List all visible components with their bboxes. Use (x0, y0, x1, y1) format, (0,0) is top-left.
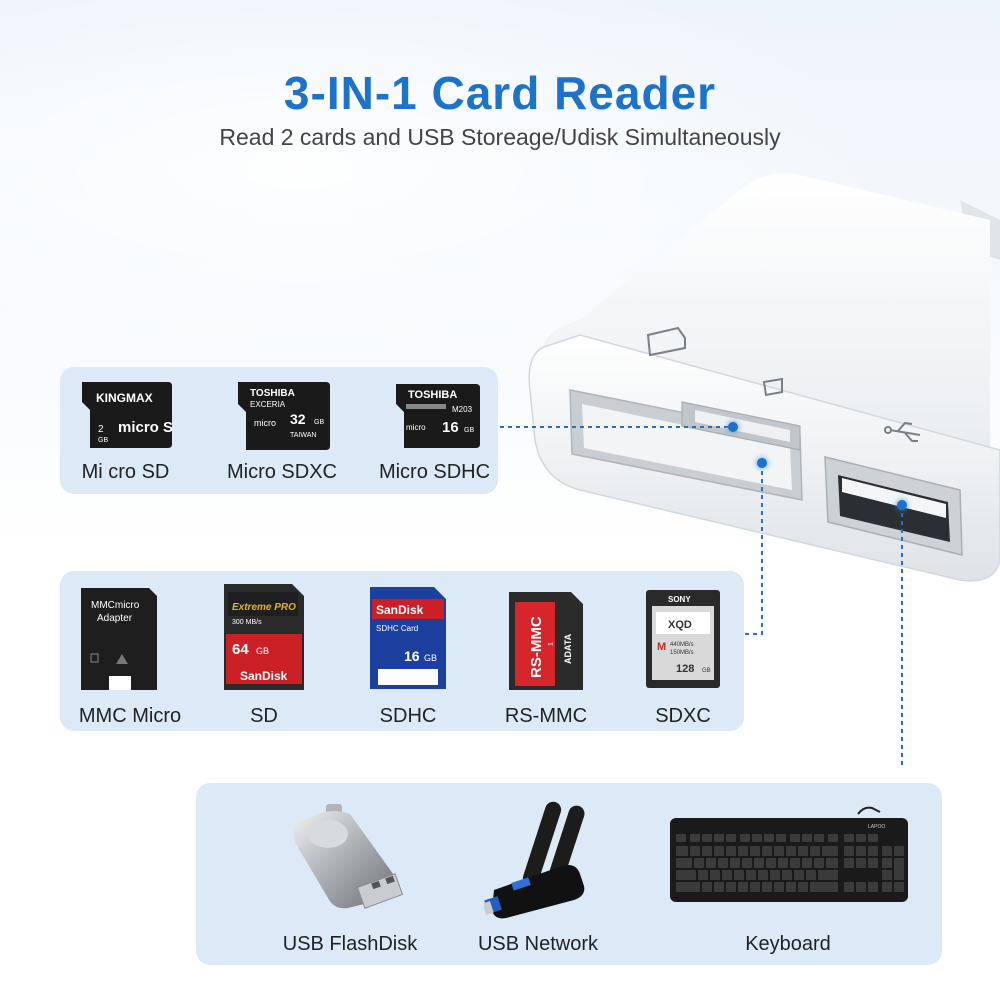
svg-text:RS-MMC: RS-MMC (528, 616, 545, 678)
sandisk-extreme-pro-sd-card: Extreme PRO 300 MB/s 64 GB SanDisk (222, 582, 306, 692)
card-label-microsdhc: Micro SDHC (378, 461, 491, 483)
svg-text:M203: M203 (452, 405, 473, 414)
svg-text:M: M (657, 641, 666, 653)
svg-text:64: 64 (232, 641, 249, 658)
toshiba-microsdxc-card: TOSHIBA EXCERIA micro 32 GB TAIWAN (232, 380, 332, 452)
svg-text:GB: GB (98, 437, 108, 444)
connector-dot-micro (728, 422, 738, 432)
svg-text:16: 16 (404, 648, 420, 664)
svg-text:300 MB/s: 300 MB/s (232, 619, 262, 626)
svg-text:GB: GB (424, 653, 437, 663)
kingmax-microsd-card: KINGMAX 2 GB micro SD (76, 380, 184, 450)
svg-text:SDHC Card: SDHC Card (376, 624, 418, 633)
connector-dot-usb (897, 500, 907, 510)
sd-card-icon (646, 326, 686, 357)
micro-sd-icon (762, 377, 783, 397)
svg-text:XQD: XQD (668, 619, 692, 631)
svg-text:2: 2 (98, 424, 104, 435)
device-label-usb-flashdisk: USB FlashDisk (282, 933, 418, 955)
svg-text:Extreme PRO: Extreme PRO (232, 602, 296, 613)
card-label-sdxc: SDXC (655, 705, 711, 727)
svg-text:16: 16 (442, 419, 459, 436)
sandisk-sdhc-card: SanDisk SDHC Card 16 GB (368, 585, 448, 691)
svg-text:SanDisk: SanDisk (240, 669, 288, 683)
connector-dot-sd (757, 458, 767, 468)
svg-text:TOSHIBA: TOSHIBA (408, 389, 457, 401)
svg-text:GB: GB (256, 646, 269, 656)
svg-text:SONY: SONY (668, 595, 691, 604)
svg-text:GB: GB (464, 427, 474, 434)
usb-network-adapter-image (482, 798, 604, 922)
svg-text:micro: micro (254, 418, 276, 428)
svg-text:1: 1 (548, 642, 555, 646)
svg-text:Adapter: Adapter (97, 613, 133, 624)
card-label-sdhc: SDHC (379, 705, 437, 727)
device-label-usb-network: USB Network (477, 933, 599, 955)
card-label-microsd: Mi cro SD (81, 461, 170, 483)
card-label-sd: SD (250, 705, 278, 727)
svg-text:TAIWAN: TAIWAN (290, 432, 316, 439)
toshiba-microsdhc-card: TOSHIBA M203 micro 16 GB (390, 382, 482, 450)
usb-symbol-icon (884, 421, 921, 442)
rs-mmc-card: RS-MMC 1 ADATA (507, 590, 585, 692)
svg-text:32: 32 (290, 411, 306, 427)
svg-text:150MB/s: 150MB/s (670, 650, 694, 656)
card-label-rs-mmc: RS-MMC (504, 705, 588, 727)
svg-text:GB: GB (702, 668, 711, 674)
svg-text:micro SD: micro SD (118, 419, 174, 436)
card-label-mmc-micro: MMC Micro (78, 705, 182, 727)
svg-text:micro: micro (406, 423, 426, 432)
svg-text:KINGMAX: KINGMAX (96, 391, 153, 405)
svg-text:MMCmicro: MMCmicro (91, 600, 140, 611)
page-title: 3-IN-1 Card Reader (283, 67, 717, 119)
svg-text:440MB/s: 440MB/s (670, 642, 694, 648)
keyboard-image: LAPOO (668, 806, 912, 906)
svg-text:SanDisk: SanDisk (376, 603, 424, 617)
svg-text:EXCERIA: EXCERIA (250, 400, 286, 409)
svg-text:TOSHIBA: TOSHIBA (250, 388, 295, 399)
svg-text:ADATA: ADATA (563, 633, 573, 664)
device-label-keyboard: Keyboard (745, 933, 831, 955)
sony-xqd-card: SONY XQD M 440MB/s 150MB/s 128 GB (644, 588, 722, 690)
mmc-micro-adapter-card: MMCmicro Adapter (79, 584, 159, 694)
usb-flashdisk-image (288, 800, 408, 918)
svg-text:LAPOO: LAPOO (868, 824, 885, 830)
svg-text:GB: GB (314, 419, 324, 426)
page-subtitle: Read 2 cards and USB Storeage/Udisk Simu… (219, 124, 781, 150)
svg-text:128: 128 (676, 663, 694, 675)
card-reader-device (528, 173, 1000, 582)
card-label-microsdxc: Micro SDXC (226, 461, 337, 483)
